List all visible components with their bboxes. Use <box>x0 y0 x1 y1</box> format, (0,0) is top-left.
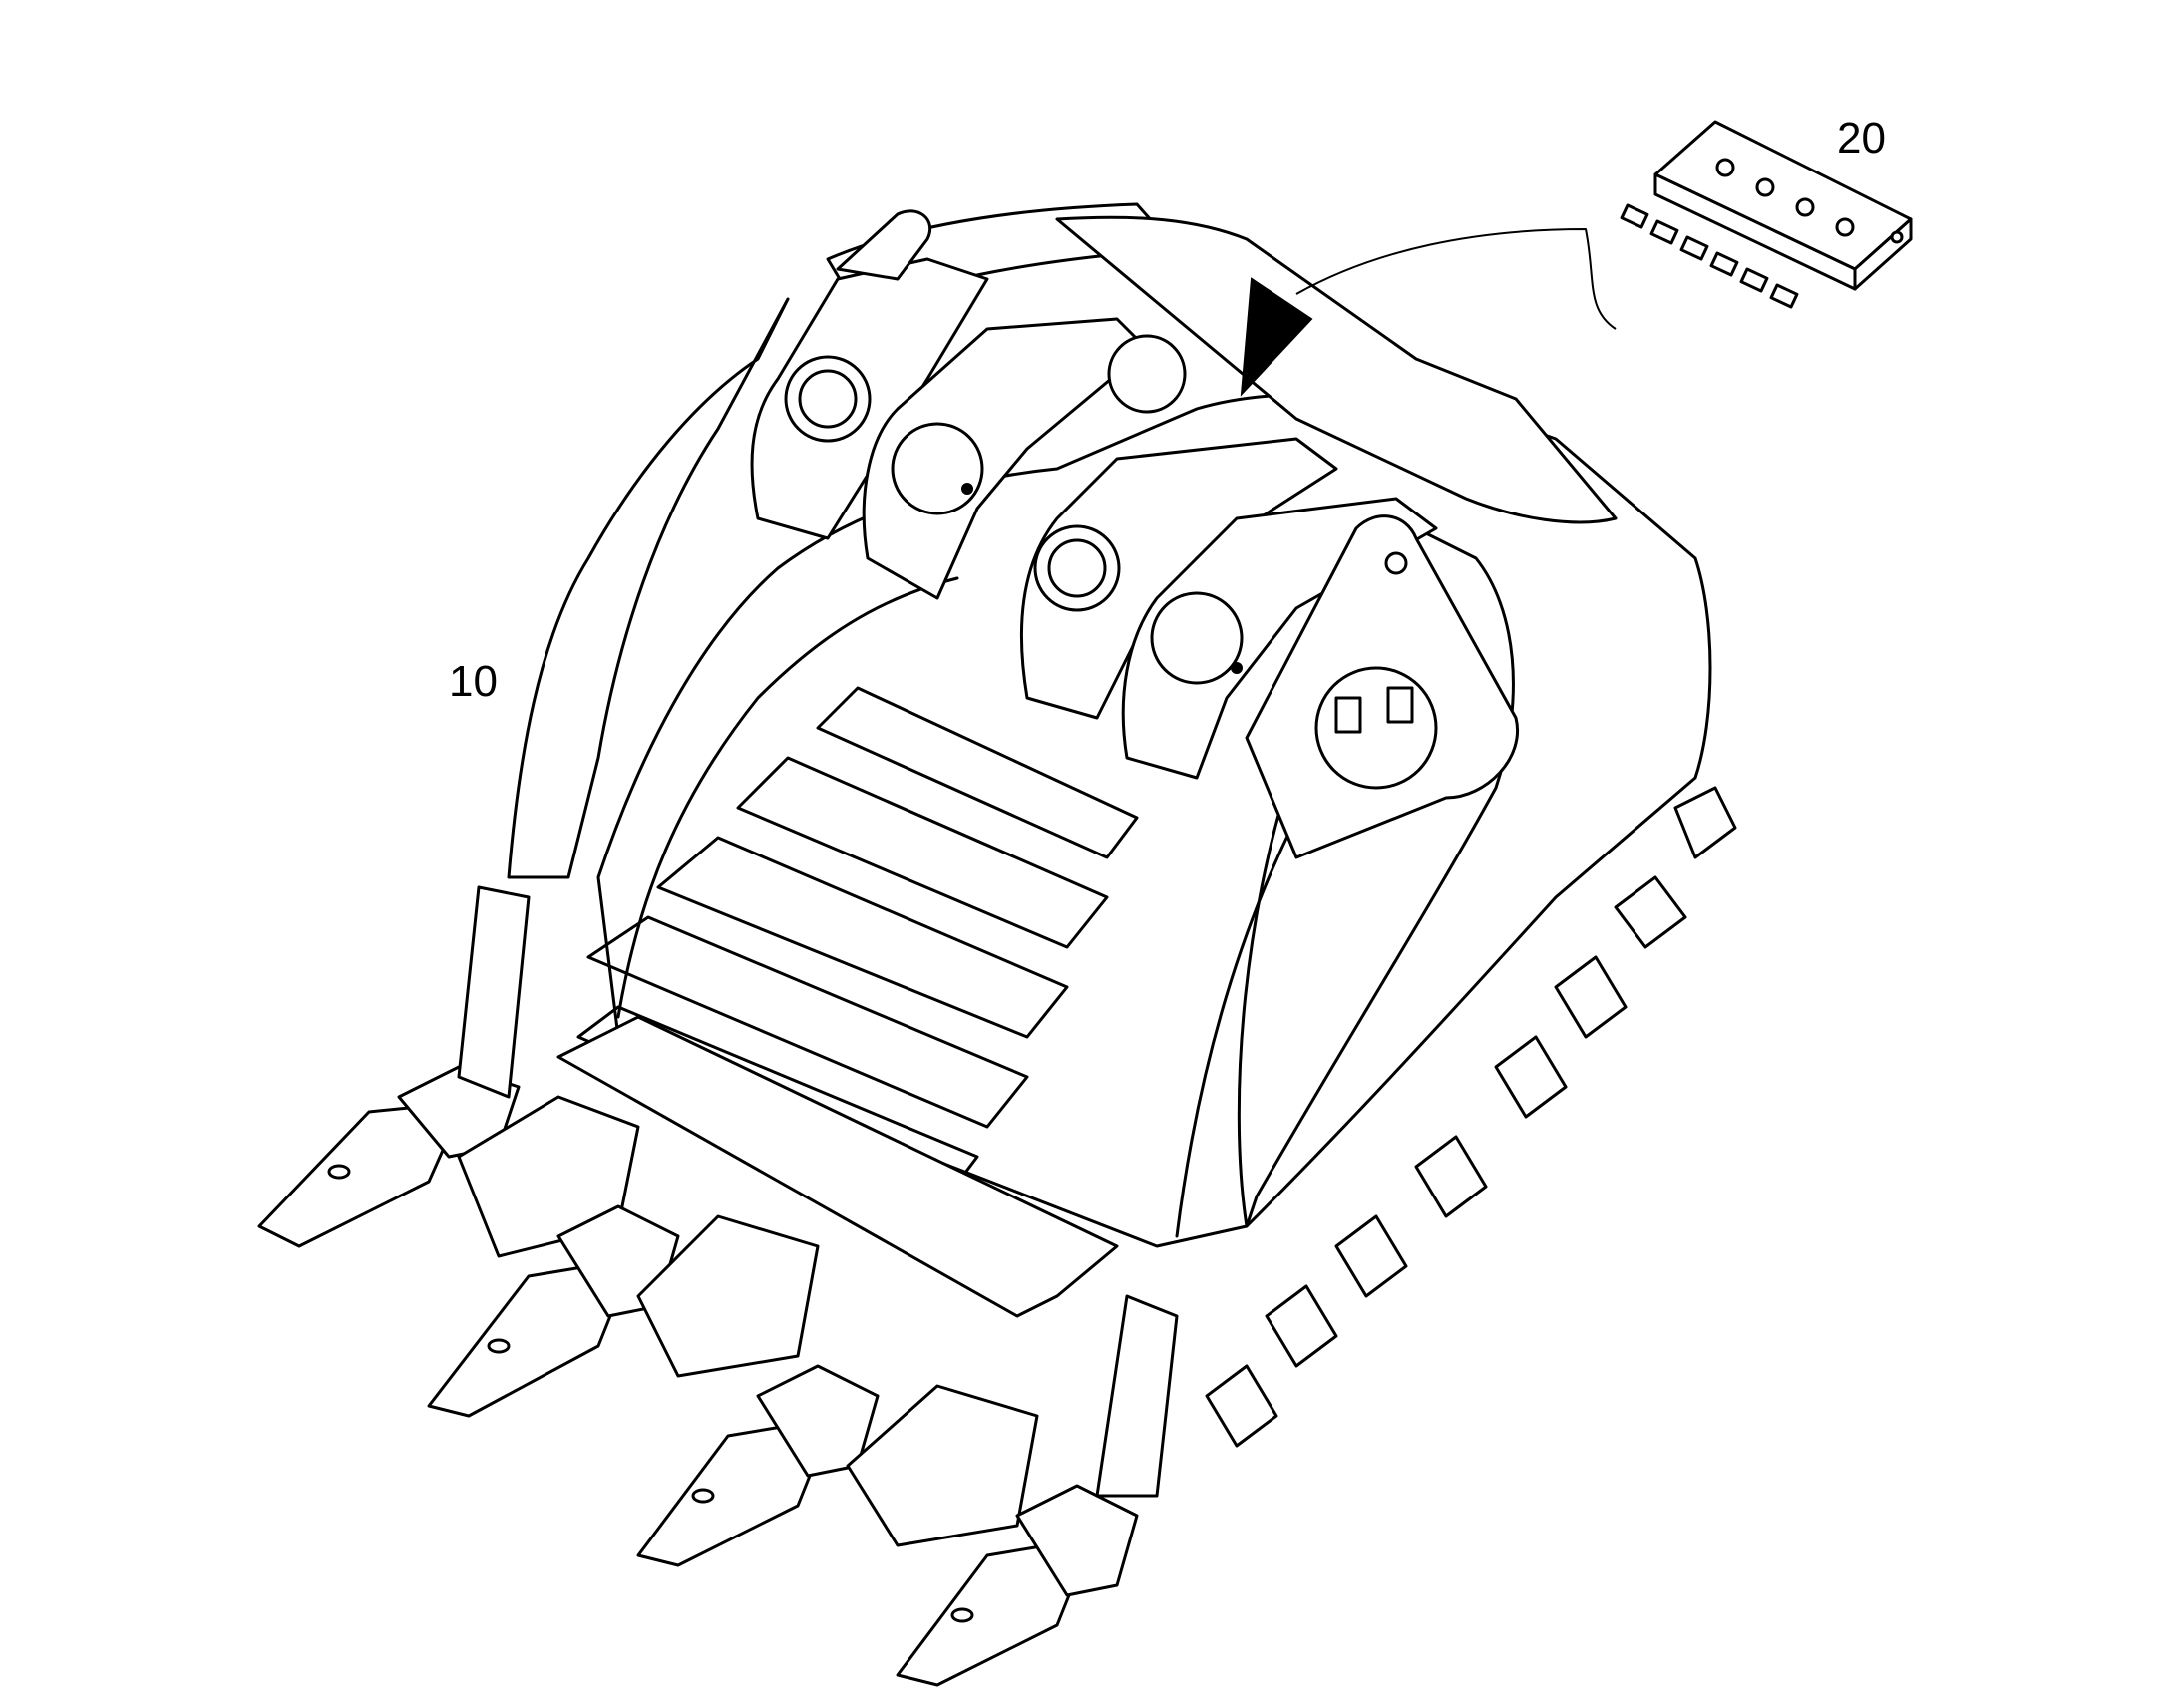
wear-block <box>1614 875 1687 949</box>
left-inner-lug <box>862 317 1149 600</box>
bucket-lip-plate <box>556 1015 1119 1318</box>
lug-pin-hole <box>1384 551 1408 575</box>
indicator-ring <box>1755 177 1775 197</box>
tooth-pin <box>950 1607 974 1623</box>
callout-label-20: 20 <box>1837 114 1886 163</box>
corner-shroud <box>1095 1294 1179 1498</box>
indicator-ring <box>1715 158 1735 177</box>
corner-shroud <box>457 885 531 1099</box>
leader-curve <box>1295 228 1617 330</box>
wear-block <box>1673 786 1737 859</box>
tooth <box>257 1105 451 1248</box>
wear-block <box>1414 1135 1488 1218</box>
pin-boss-inner <box>798 369 858 429</box>
logo-mark <box>1334 696 1362 734</box>
outlet-fitting <box>1679 235 1709 261</box>
wear-block <box>1554 955 1628 1039</box>
bucket-inner-edge <box>616 576 959 1019</box>
teeth-row <box>257 885 1179 1687</box>
pin-end-plate <box>891 422 984 515</box>
lip-shroud <box>636 1214 820 1378</box>
lip-shroud <box>846 1384 1039 1547</box>
tooth-pin <box>691 1488 715 1504</box>
tooth-pin <box>327 1164 351 1180</box>
block-port <box>1890 230 1904 244</box>
wear-block <box>1205 1364 1278 1448</box>
wear-block <box>1334 1214 1408 1298</box>
tooth-adapter <box>756 1364 880 1478</box>
top-cross-plate <box>1055 215 1618 524</box>
pin-boss-inner <box>1047 538 1107 598</box>
indicator-ring <box>1835 217 1855 237</box>
outlet-fitting <box>1769 283 1799 309</box>
logo-mark <box>1386 686 1414 724</box>
detail-leader <box>1240 228 1617 397</box>
grease-fitting <box>961 483 973 495</box>
wear-block <box>1265 1284 1338 1368</box>
wear-block <box>1494 1035 1568 1119</box>
grease-fitting <box>1231 662 1243 674</box>
pin-end-plate <box>1150 591 1244 685</box>
bucket-left-side-plate <box>507 297 790 879</box>
outlet-fittings <box>1620 203 1799 309</box>
outlet-fitting <box>1620 203 1649 229</box>
side-wear-blocks <box>1205 786 1737 1448</box>
outlet-fitting <box>1649 219 1679 245</box>
indicator-ring <box>1795 197 1815 217</box>
wear-strip <box>816 686 1139 859</box>
logo-plate <box>1314 666 1438 790</box>
leader-arrowhead <box>1240 277 1313 397</box>
outlet-fitting <box>1709 251 1739 277</box>
linkage-group <box>750 202 1618 859</box>
pin-boss <box>1107 334 1187 414</box>
lug-ear <box>836 209 932 281</box>
callout-label-10: 10 <box>449 657 498 706</box>
distributor-block <box>1620 120 1913 309</box>
outlet-fitting <box>1739 267 1769 293</box>
tooth-pin <box>487 1338 511 1354</box>
bucket-inner-edge <box>1175 816 1298 1238</box>
tooth-adapter <box>1015 1484 1139 1597</box>
wear-strip <box>656 836 1069 1039</box>
lip-shroud <box>457 1095 640 1258</box>
wear-strip <box>736 756 1109 949</box>
wear-strip <box>586 915 1029 1129</box>
